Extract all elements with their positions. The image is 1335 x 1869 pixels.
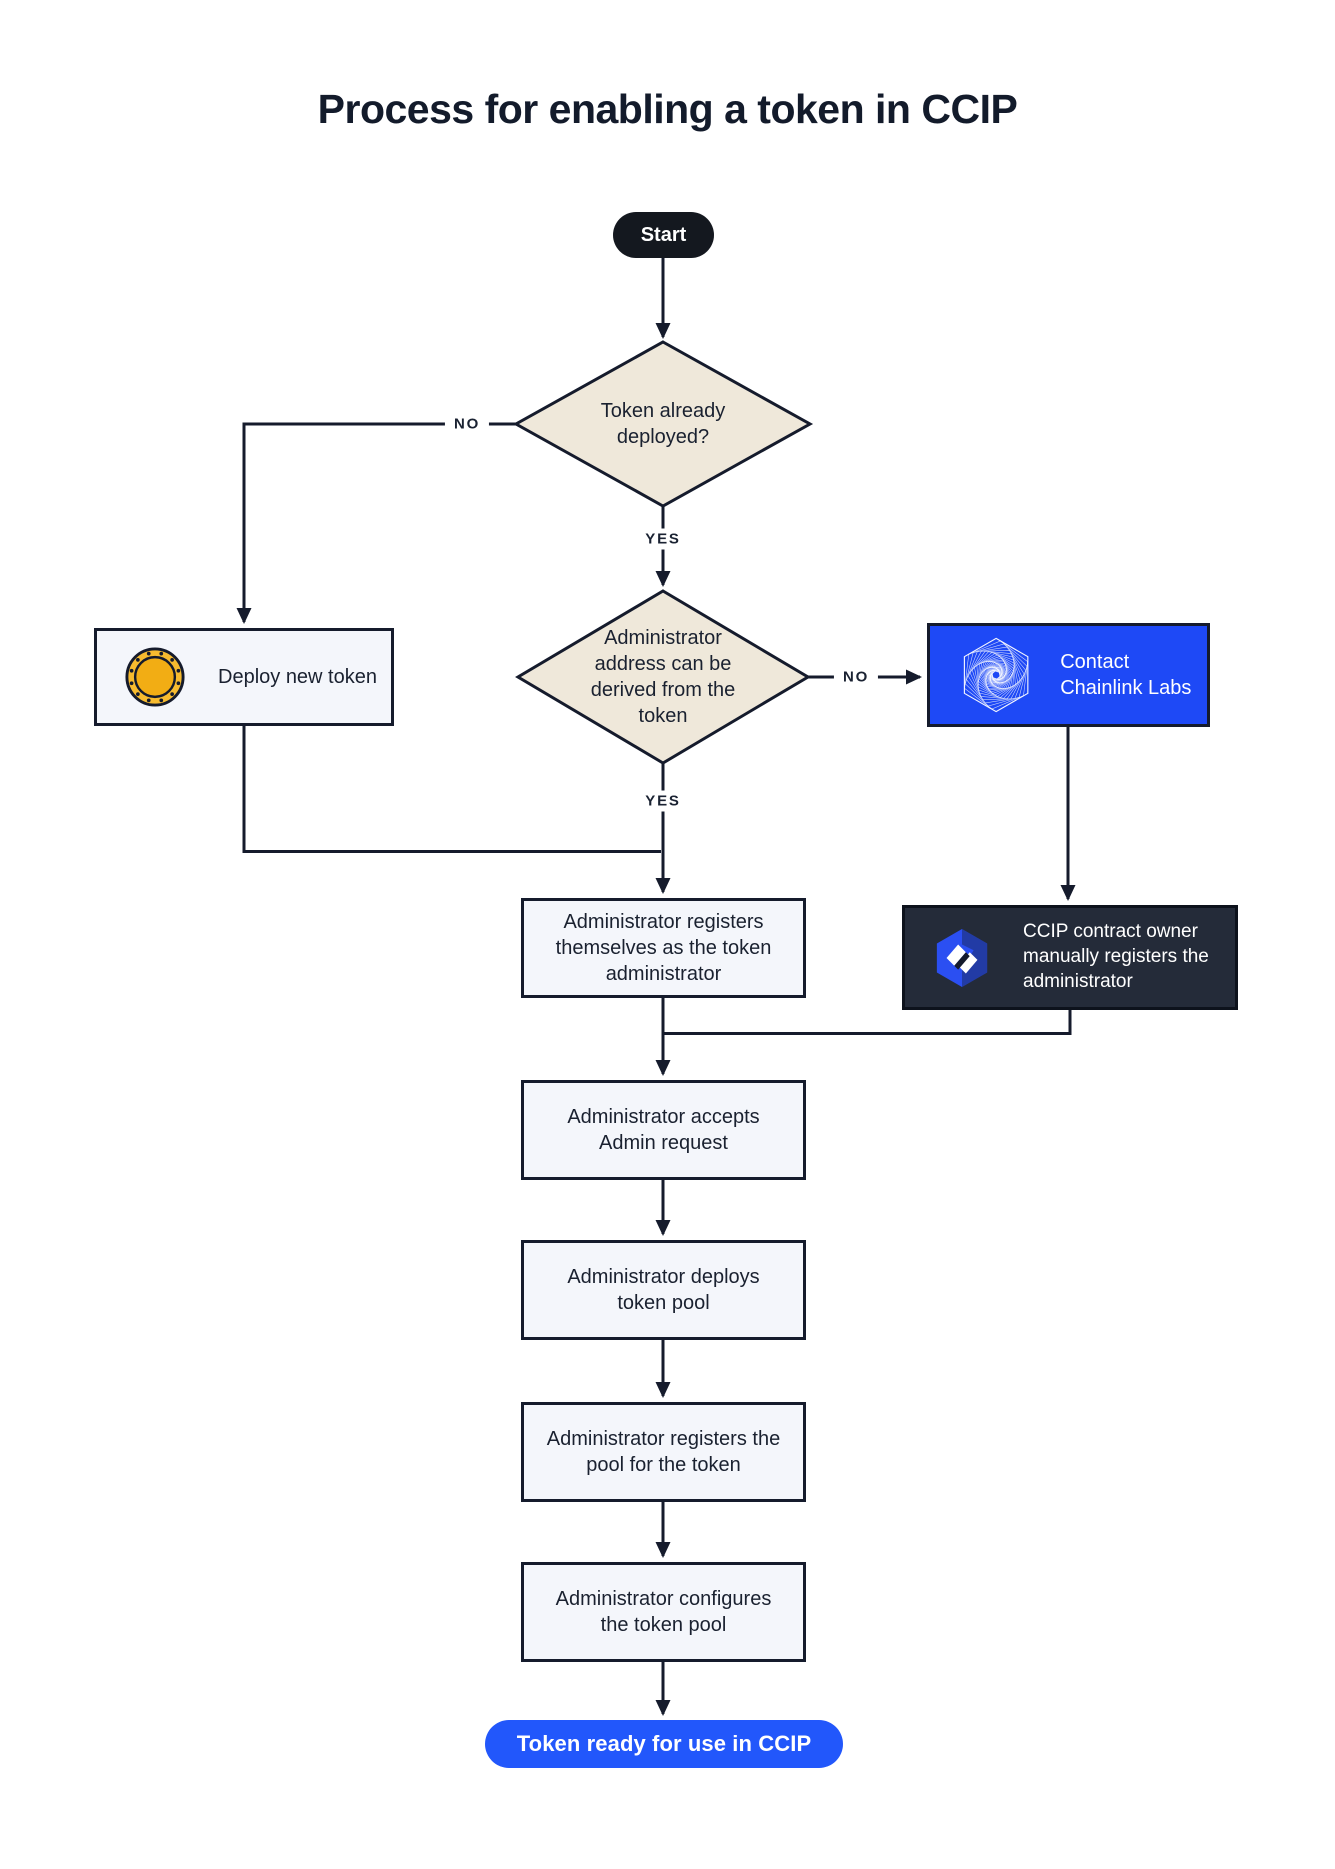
edge-deploy-merge — [242, 726, 661, 853]
edge-label-no-2: NO — [833, 666, 879, 688]
deploy-new-token-box: Deploy new token — [94, 628, 394, 726]
step-label: Administrator registers themselves as th… — [555, 911, 772, 985]
start-node: Start — [613, 212, 714, 258]
end-label: Token ready for use in CCIP — [516, 1731, 812, 1756]
step-box-register-admin: Administrator registers themselves as th… — [521, 898, 806, 998]
step-box-deploy-pool: Administrator deploys token pool — [521, 1240, 806, 1340]
edge-label-yes-2: YES — [636, 790, 690, 812]
step-label: Administrator configures the token pool — [555, 1588, 772, 1636]
decision2-diamond — [515, 589, 811, 765]
ccip-owner-box: CCIP contract owner manually registers t… — [902, 905, 1238, 1010]
edge-label-no-1: NO — [444, 413, 490, 435]
step-label: Administrator deploys token pool — [567, 1266, 760, 1314]
chainlink-labs-logo-icon — [963, 637, 1029, 713]
step-box-accept-request: Administrator accepts Admin request — [521, 1080, 806, 1180]
contact-chainlink-labs-box: Contact Chainlink Labs — [927, 623, 1210, 727]
ccip-owner-label: CCIP contract owner manually registers t… — [1023, 921, 1209, 992]
step-label: Administrator registers the pool for the… — [546, 1428, 781, 1476]
decision2-text: Administrator address can be derived fro… — [590, 627, 736, 727]
contact-chainlink-labs-label: Contact Chainlink Labs — [1060, 651, 1192, 699]
start-label: Start — [640, 223, 687, 246]
step-label: Administrator accepts Admin request — [567, 1106, 760, 1154]
page-title: Process for enabling a token in CCIP — [317, 86, 1018, 132]
coin-icon — [125, 647, 185, 707]
end-node: Token ready for use in CCIP — [485, 1720, 843, 1768]
edge-decision1-no — [236, 422, 518, 624]
decision1-diamond — [512, 340, 814, 508]
ccip-hexagon-logo-icon — [936, 928, 988, 987]
edge-ccip-owner-merge — [664, 1010, 1072, 1035]
edge-label-yes-1: YES — [636, 528, 690, 550]
step-box-configure-pool: Administrator configures the token pool — [521, 1562, 806, 1662]
step-box-register-pool: Administrator registers the pool for the… — [521, 1402, 806, 1502]
decision1-text: Token already deployed? — [600, 400, 726, 448]
deploy-new-token-label: Deploy new token — [218, 666, 377, 688]
